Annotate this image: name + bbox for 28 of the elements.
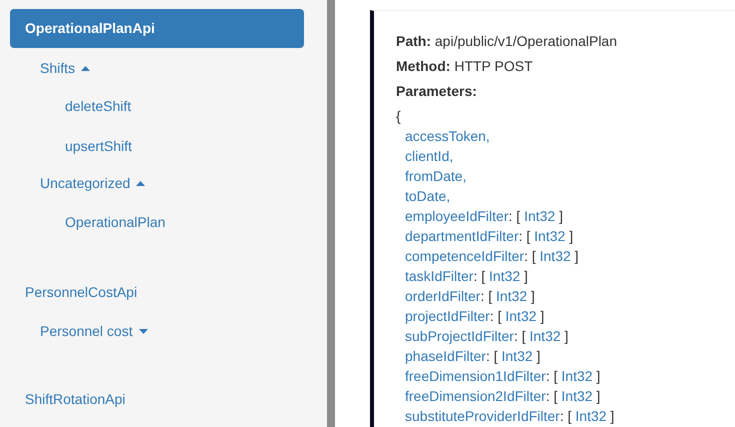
parameter-line: employeeIdFilter: [ Int32 ] (405, 207, 563, 225)
section-heading: Parameters: (396, 82, 477, 100)
parameter-line: competenceIdFilter: [ Int32 ] (405, 247, 579, 265)
nav-item: OperationalPlanApi (10, 9, 304, 48)
parameter-line: toDate, (405, 187, 450, 205)
nav-link: upsertShift (65, 137, 132, 155)
field-row: Method: HTTP POST (396, 57, 533, 75)
nav-section-link: Uncategorized (40, 174, 130, 192)
parameter-line: taskIdFilter: [ Int32 ] (405, 267, 528, 285)
nav-link: deleteShift (65, 97, 132, 115)
code-brace: { (396, 107, 401, 125)
nav-section-link: Shifts (40, 59, 76, 77)
parameter-line: freeDimension2IdFilter: [ Int32 ] (405, 387, 600, 405)
parameter-line: departmentIdFilter: [ Int32 ] (405, 227, 574, 245)
parameter-line: phaseIdFilter: [ Int32 ] (405, 347, 540, 365)
parameter-line: substituteProviderIdFilter: [ Int32 ] (405, 407, 614, 425)
nav-link: ShiftRotationApi (25, 390, 126, 408)
parameter-line: accessToken, (405, 127, 490, 145)
nav-link: PersonnelCostApi (25, 283, 138, 301)
parameter-line: fromDate, (405, 167, 466, 185)
field-row: Path: api/public/v1/OperationalPlan (396, 32, 618, 50)
parameter-line: subProjectIdFilter: [ Int32 ] (405, 327, 568, 345)
nav-link: OperationalPlan (65, 213, 166, 231)
parameter-line: freeDimension1IdFilter: [ Int32 ] (405, 367, 600, 385)
nav-section-link: Personnel cost (40, 322, 133, 340)
parameter-line: clientId, (405, 147, 454, 165)
parameter-line: orderIdFilter: [ Int32 ] (405, 287, 535, 305)
parameter-line: projectIdFilter: [ Int32 ] (405, 307, 544, 325)
